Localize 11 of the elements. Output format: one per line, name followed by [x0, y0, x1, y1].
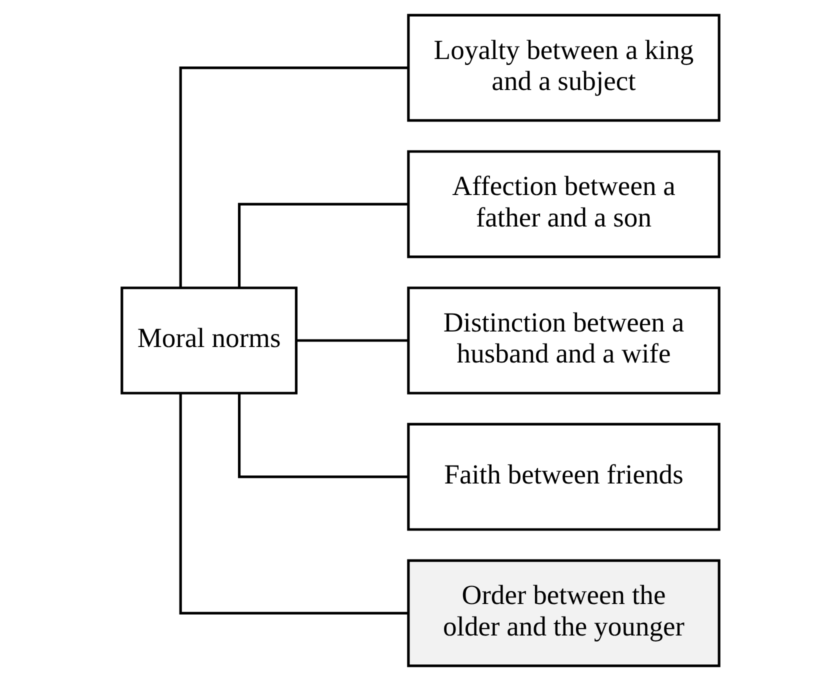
node-box: Order between the older and the younger [406, 559, 720, 668]
connector [237, 202, 408, 288]
node-box: Affection between a father and a son [406, 150, 720, 258]
connector [296, 339, 408, 342]
node-box: Moral norms [120, 286, 298, 394]
connector [237, 394, 408, 478]
connector [178, 394, 408, 614]
connector [178, 66, 408, 288]
node-box: Distinction between a husband and a wife [406, 286, 720, 394]
node-box: Loyalty between a king and a subject [406, 14, 720, 122]
node-box: Faith between friends [406, 422, 720, 531]
